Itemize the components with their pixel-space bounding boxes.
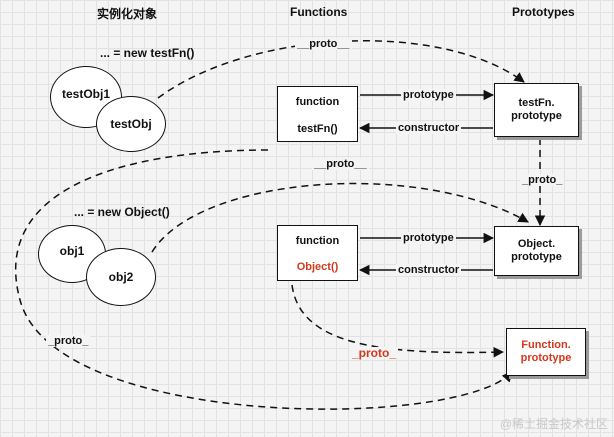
- node-function-testfn: function testFn(): [277, 86, 358, 142]
- node-function-object-keyword: function: [295, 235, 340, 247]
- edge-label-constructor-2: constructor: [396, 264, 462, 276]
- edge-label-prototype-2: prototype: [401, 232, 456, 244]
- node-function-prototype-line2: prototype: [520, 352, 572, 364]
- node-obj2-label: obj2: [108, 270, 134, 284]
- node-obj2: obj2: [86, 248, 156, 306]
- header-instances: 实例化对象: [97, 7, 158, 21]
- node-object-prototype: Object. prototype: [494, 226, 579, 276]
- node-function-prototype: Function. prototype: [506, 328, 586, 376]
- edge-label-prototype-1: prototype: [401, 89, 456, 101]
- node-function-testfn-name: testFn(): [297, 123, 338, 135]
- edge-label-proto-left: _proto_: [46, 335, 91, 347]
- edge-label-constructor-1: constructor: [396, 122, 462, 134]
- label-new-object: ... = new Object(): [74, 205, 170, 219]
- header-functions: Functions: [290, 5, 348, 19]
- node-testobj1: testObj1: [50, 66, 122, 128]
- node-testobj-label: testObj: [110, 117, 152, 131]
- edge-label-proto-red: _proto_: [350, 346, 399, 360]
- node-object-prototype-line2: prototype: [511, 251, 562, 263]
- edge-label-proto-mid: __proto__: [312, 158, 369, 170]
- node-function-testfn-keyword: function: [295, 96, 340, 108]
- node-object-prototype-line1: Object.: [517, 238, 556, 250]
- node-function-object-name: Object(): [296, 261, 339, 273]
- node-testfn-prototype-line1: testFn.: [518, 97, 555, 109]
- edge-obj2-proto: [151, 182, 529, 253]
- edge-label-proto-vertical: _proto_: [520, 174, 565, 186]
- node-testfn-prototype: testFn. prototype: [494, 83, 579, 137]
- node-testfn-prototype-line2: prototype: [511, 110, 562, 122]
- node-testobj: testObj: [96, 96, 166, 152]
- watermark: @稀土掘金技术社区: [499, 417, 608, 431]
- edge-testfn-function-proto: [14, 149, 513, 410]
- header-prototypes: Prototypes: [512, 5, 575, 19]
- node-function-object: function Object(): [277, 225, 358, 281]
- edge-object-function-proto: [291, 284, 505, 358]
- node-obj1-label: obj1: [59, 244, 85, 258]
- node-testobj1-label: testObj1: [61, 87, 110, 101]
- node-function-prototype-line1: Function.: [521, 339, 571, 351]
- edge-label-proto-top: __proto__: [295, 38, 352, 50]
- label-new-testfn: ... = new testFn(): [100, 46, 195, 60]
